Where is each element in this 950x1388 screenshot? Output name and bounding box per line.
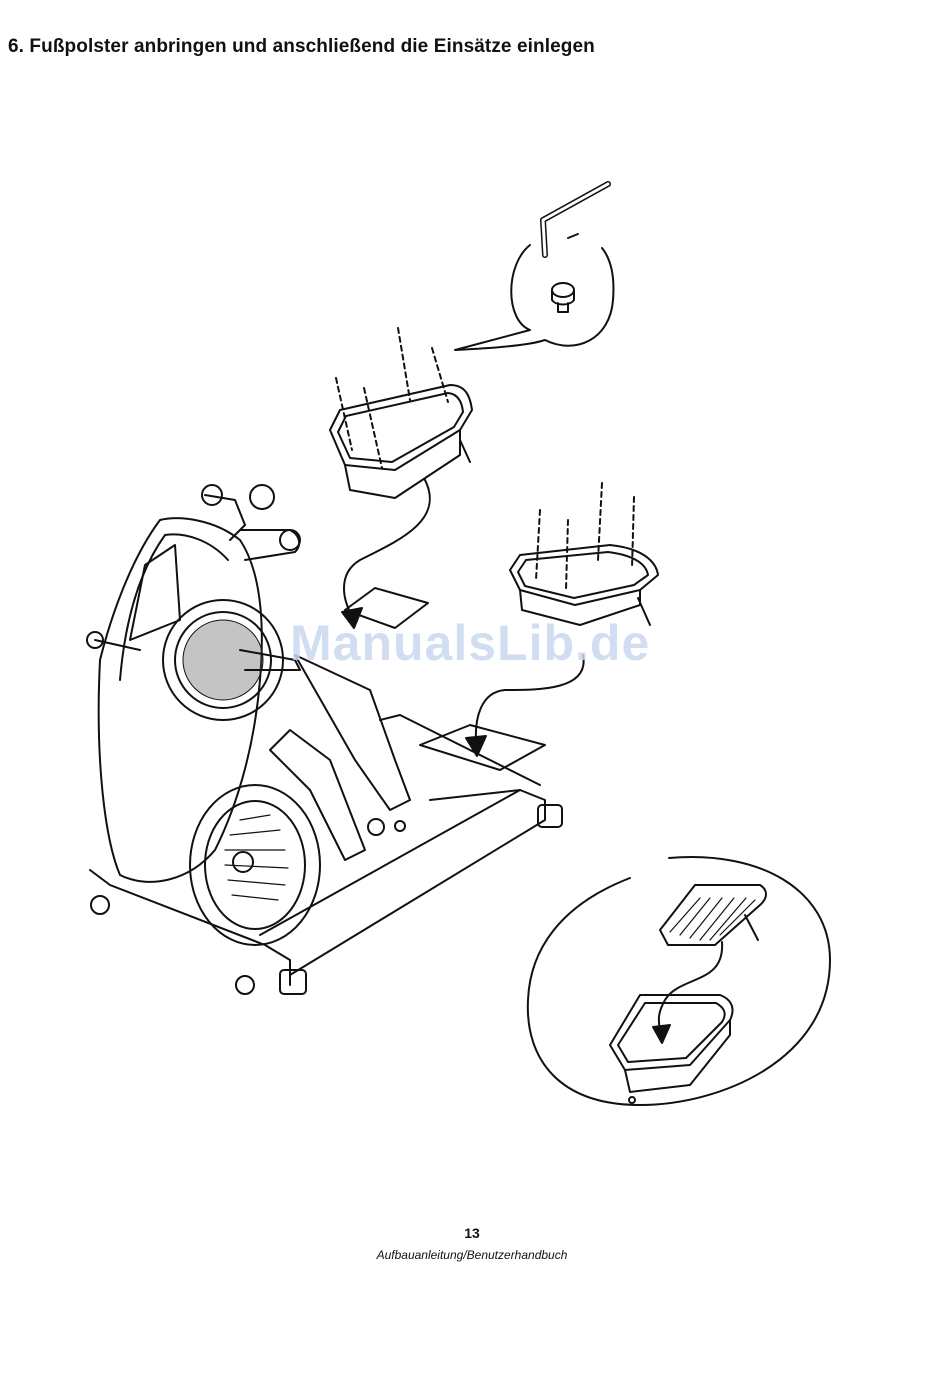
- screw-icon: [552, 283, 574, 312]
- right-foot-pad: [510, 545, 658, 625]
- screws-right-pad: [536, 483, 634, 590]
- detail-bubble-top: [455, 245, 613, 350]
- arrow-insert: [659, 942, 722, 1030]
- watermark: ManualsLib.de: [290, 614, 650, 672]
- page-number: 13: [0, 1225, 944, 1241]
- footer-text: Aufbauanleitung/Benutzerhandbuch: [0, 1248, 944, 1262]
- arrow-left-pad: [344, 480, 430, 615]
- foot-pad-in-bubble: [610, 995, 733, 1103]
- allen-key-icon: [543, 184, 608, 255]
- elliptical-trainer: [87, 485, 562, 994]
- detail-bubble-bottom: [528, 857, 830, 1105]
- foot-pad-insert: [660, 885, 766, 945]
- left-foot-pad: [330, 385, 472, 498]
